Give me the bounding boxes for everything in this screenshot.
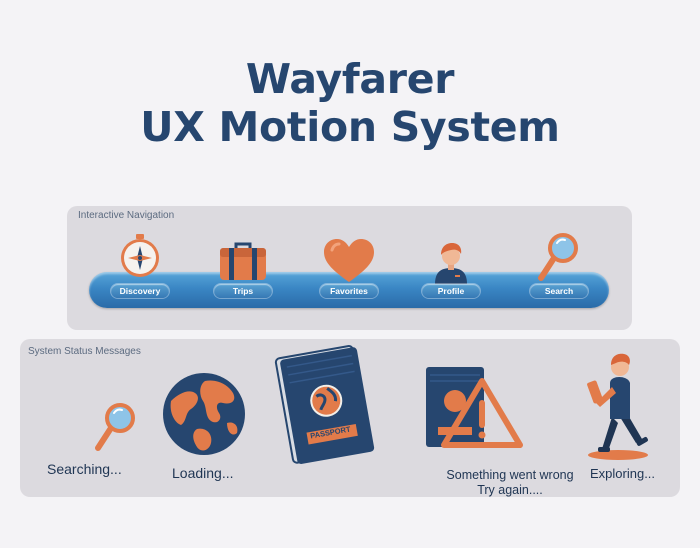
nav-label-favorites: Favorites [320, 284, 378, 298]
nav-item-trips[interactable]: Trips [203, 206, 283, 330]
searching-status-text: Searching... [47, 461, 122, 477]
magnifier-icon [538, 233, 578, 281]
user-avatar-icon [435, 243, 467, 284]
page-title-line1: Wayfarer [245, 55, 455, 103]
globe-icon [163, 373, 245, 455]
status-section-label: System Status Messages [28, 346, 141, 357]
explorer-character-icon [587, 353, 648, 460]
system-status-panel: System Status Messages Searching... Load… [20, 339, 680, 497]
nav-item-discovery[interactable]: Discovery [100, 206, 180, 330]
error-line-1: Something went wrong [446, 468, 574, 482]
nav-label-search: Search [530, 284, 588, 298]
nav-label-profile: Profile [422, 284, 480, 298]
suitcase-icon [220, 242, 266, 280]
nav-label-trips: Trips [214, 284, 272, 298]
nav-section-label: Interactive Navigation [78, 210, 175, 221]
error-line-2: Try again.... [477, 483, 543, 497]
nav-item-profile[interactable]: Profile [411, 206, 491, 330]
passport-icon [274, 345, 375, 464]
interactive-navigation-panel: Interactive Navigation Discovery Trips [67, 206, 632, 330]
heart-icon [324, 239, 374, 282]
error-passport-warning-icon [426, 367, 523, 448]
nav-label-discovery: Discovery [111, 284, 169, 298]
exploring-status-text: Exploring... [590, 466, 656, 481]
nav-item-favorites[interactable]: Favorites [309, 206, 389, 330]
page-title-line2: UX Motion System [140, 103, 560, 151]
compass-icon [121, 234, 159, 277]
searching-magnifier-icon [95, 403, 135, 451]
error-status-text: Something went wrong Try again.... [410, 468, 610, 498]
loading-status-text: Loading... [172, 465, 234, 481]
nav-item-search[interactable]: Search [519, 206, 599, 330]
